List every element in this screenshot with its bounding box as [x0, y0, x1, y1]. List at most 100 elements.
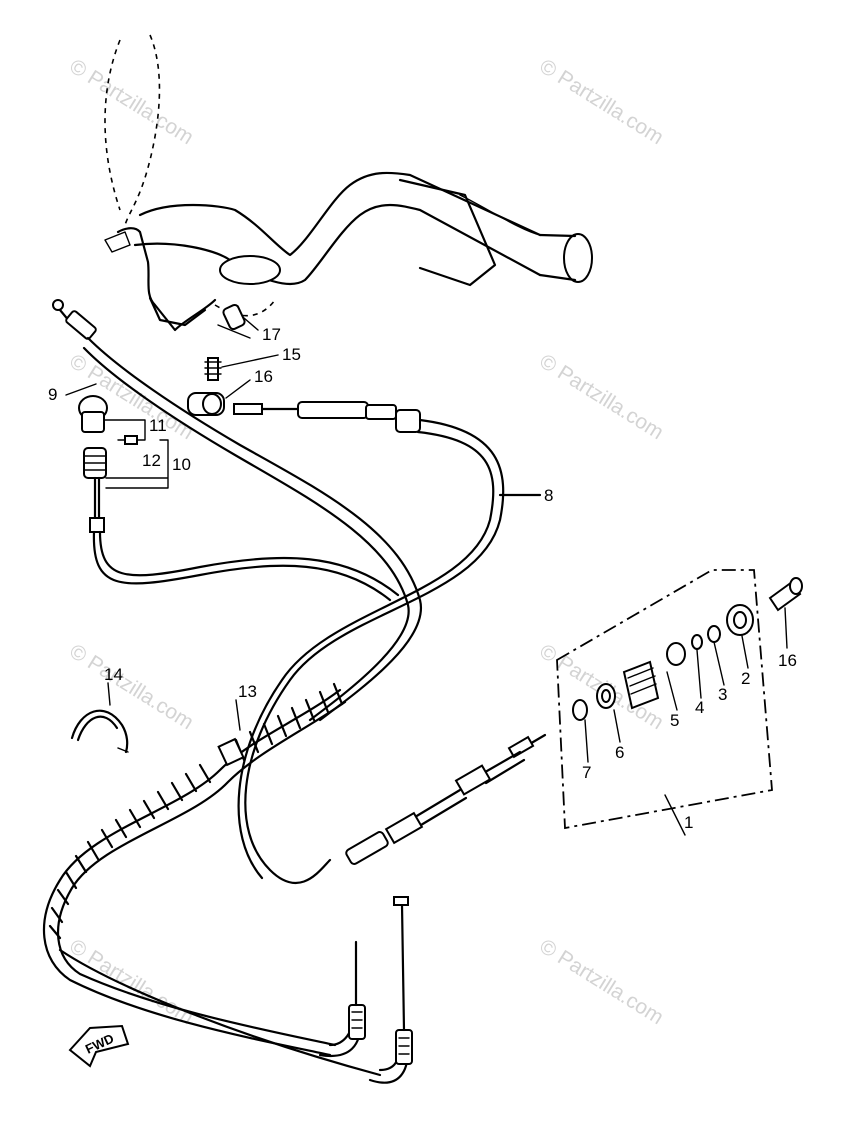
top-leaders — [221, 317, 279, 731]
watermark-8: © Partzilla.com — [535, 935, 667, 1029]
clamp-14-tab — [117, 747, 129, 753]
spiral-13-end — [217, 737, 245, 767]
watermark-2: © Partzilla.com — [535, 55, 667, 149]
callout-9-leader — [65, 383, 97, 396]
cable-1-boot — [384, 811, 424, 845]
callout-5-leader — [666, 671, 678, 711]
fitting-group-top — [187, 303, 251, 416]
lower-cable-b-wire — [400, 903, 406, 1032]
cable-9-outer — [86, 336, 423, 722]
handlebar-lower-edge — [133, 203, 542, 285]
callout-17: 17 — [262, 325, 281, 344]
cable-8-sleeve — [297, 401, 369, 419]
spiral-13-ring-b — [48, 763, 212, 940]
callout-12: 12 — [142, 451, 161, 470]
part-17-clip — [222, 303, 246, 331]
callout-15: 15 — [282, 345, 301, 364]
lower-cable-b-thread — [398, 1037, 410, 1055]
cable-8-end-fitting — [233, 403, 263, 415]
callout-14-leader — [107, 682, 111, 706]
handlebar-dotted-lower — [214, 299, 276, 317]
grip-upper — [459, 194, 541, 236]
cable-10-run — [92, 530, 400, 602]
callout-13-leader — [235, 699, 241, 731]
cable-9-adjuster — [65, 310, 97, 340]
callout-16a: 16 — [254, 367, 273, 386]
cable-10-collar — [89, 517, 105, 533]
cable-1-collar — [454, 764, 492, 796]
callout-10: 10 — [172, 455, 191, 474]
fwd-arrow: FWD — [68, 1024, 130, 1068]
harness-lower — [58, 948, 382, 1077]
lower-cable-ends — [318, 896, 413, 1084]
harness-13 — [42, 682, 382, 1077]
frame-dotted-outline-left — [124, 34, 161, 226]
switch-housing-bottom — [148, 296, 207, 327]
clamp-14-band-outer — [70, 709, 129, 754]
part-2-nut-hole — [733, 611, 747, 629]
cable-1-end-nut — [507, 735, 535, 759]
part-5-fitting-body — [622, 660, 660, 710]
exploded-parts — [572, 577, 803, 763]
callout-16b-leader — [784, 607, 788, 649]
callout-6: 6 — [615, 743, 624, 762]
callout-1-leader — [664, 794, 686, 836]
harness-outer — [42, 688, 342, 1057]
callout-14: 14 — [104, 665, 123, 684]
part-17-wire — [217, 324, 251, 339]
handlebar-assembly — [104, 34, 593, 332]
cable-8-outer — [244, 418, 505, 885]
part-3-washer — [707, 625, 721, 643]
callout-17-leader — [243, 317, 259, 331]
watermark-4: © Partzilla.com — [535, 350, 667, 444]
callout-bracket-10 — [103, 419, 169, 489]
part-14-clamp — [70, 682, 129, 754]
part-5-nut — [666, 642, 686, 666]
callout-8: 8 — [544, 486, 553, 505]
callout-11: 11 — [149, 416, 167, 435]
cable-9 — [52, 299, 423, 722]
part-15-thread — [204, 361, 222, 375]
part-4-ring — [691, 634, 703, 650]
handlebar-upper-edge — [138, 171, 542, 257]
callout-16b: 16 — [778, 651, 797, 670]
lower-cable-a-thread — [351, 1011, 363, 1029]
callout-4-leader — [696, 649, 702, 699]
cable-10-housing-ribs — [83, 455, 107, 471]
part-6-seal-hole — [601, 689, 611, 703]
grip-end — [563, 233, 593, 283]
watermark-1: © Partzilla.com — [65, 55, 197, 149]
lower-cable-b-adjuster — [395, 1029, 413, 1065]
handlebar-block — [398, 178, 497, 287]
part-7-washer — [572, 699, 588, 721]
cable-10 — [78, 395, 400, 602]
part-5-fitting-thread — [627, 667, 657, 695]
cable-1-shaft — [478, 750, 526, 785]
callout-2: 2 — [741, 669, 750, 688]
cable-9-inner — [82, 346, 410, 722]
callout-7: 7 — [582, 763, 591, 782]
spiral-wrap-rings — [48, 682, 344, 940]
part-11-base — [81, 411, 105, 433]
part-16-grommet-end — [202, 393, 222, 415]
cable-10-stem — [93, 476, 101, 522]
lower-cable-b-nipple — [393, 896, 409, 906]
callout-numbers: 17 15 16 9 11 12 10 8 14 13 2 3 4 5 6 7 … — [48, 325, 797, 832]
cable-8 — [233, 401, 542, 885]
callout-2-leader — [741, 635, 749, 669]
callout-6-leader — [613, 709, 621, 743]
handlebar-clamp — [219, 255, 281, 285]
part-12-screw — [124, 435, 138, 445]
grip-sides — [538, 233, 577, 282]
harness-inner — [56, 700, 347, 1047]
watermark-7: © Partzilla.com — [65, 935, 197, 1029]
fwd-arrow-shape — [68, 1024, 130, 1068]
callout-13: 13 — [238, 682, 257, 701]
callout-3: 3 — [718, 685, 727, 704]
lever-pivot — [104, 231, 131, 253]
callout-7-leader — [584, 719, 589, 763]
assembly-1-boundary — [556, 569, 773, 830]
callout-5: 5 — [670, 711, 679, 730]
lever-bracket — [116, 227, 217, 332]
